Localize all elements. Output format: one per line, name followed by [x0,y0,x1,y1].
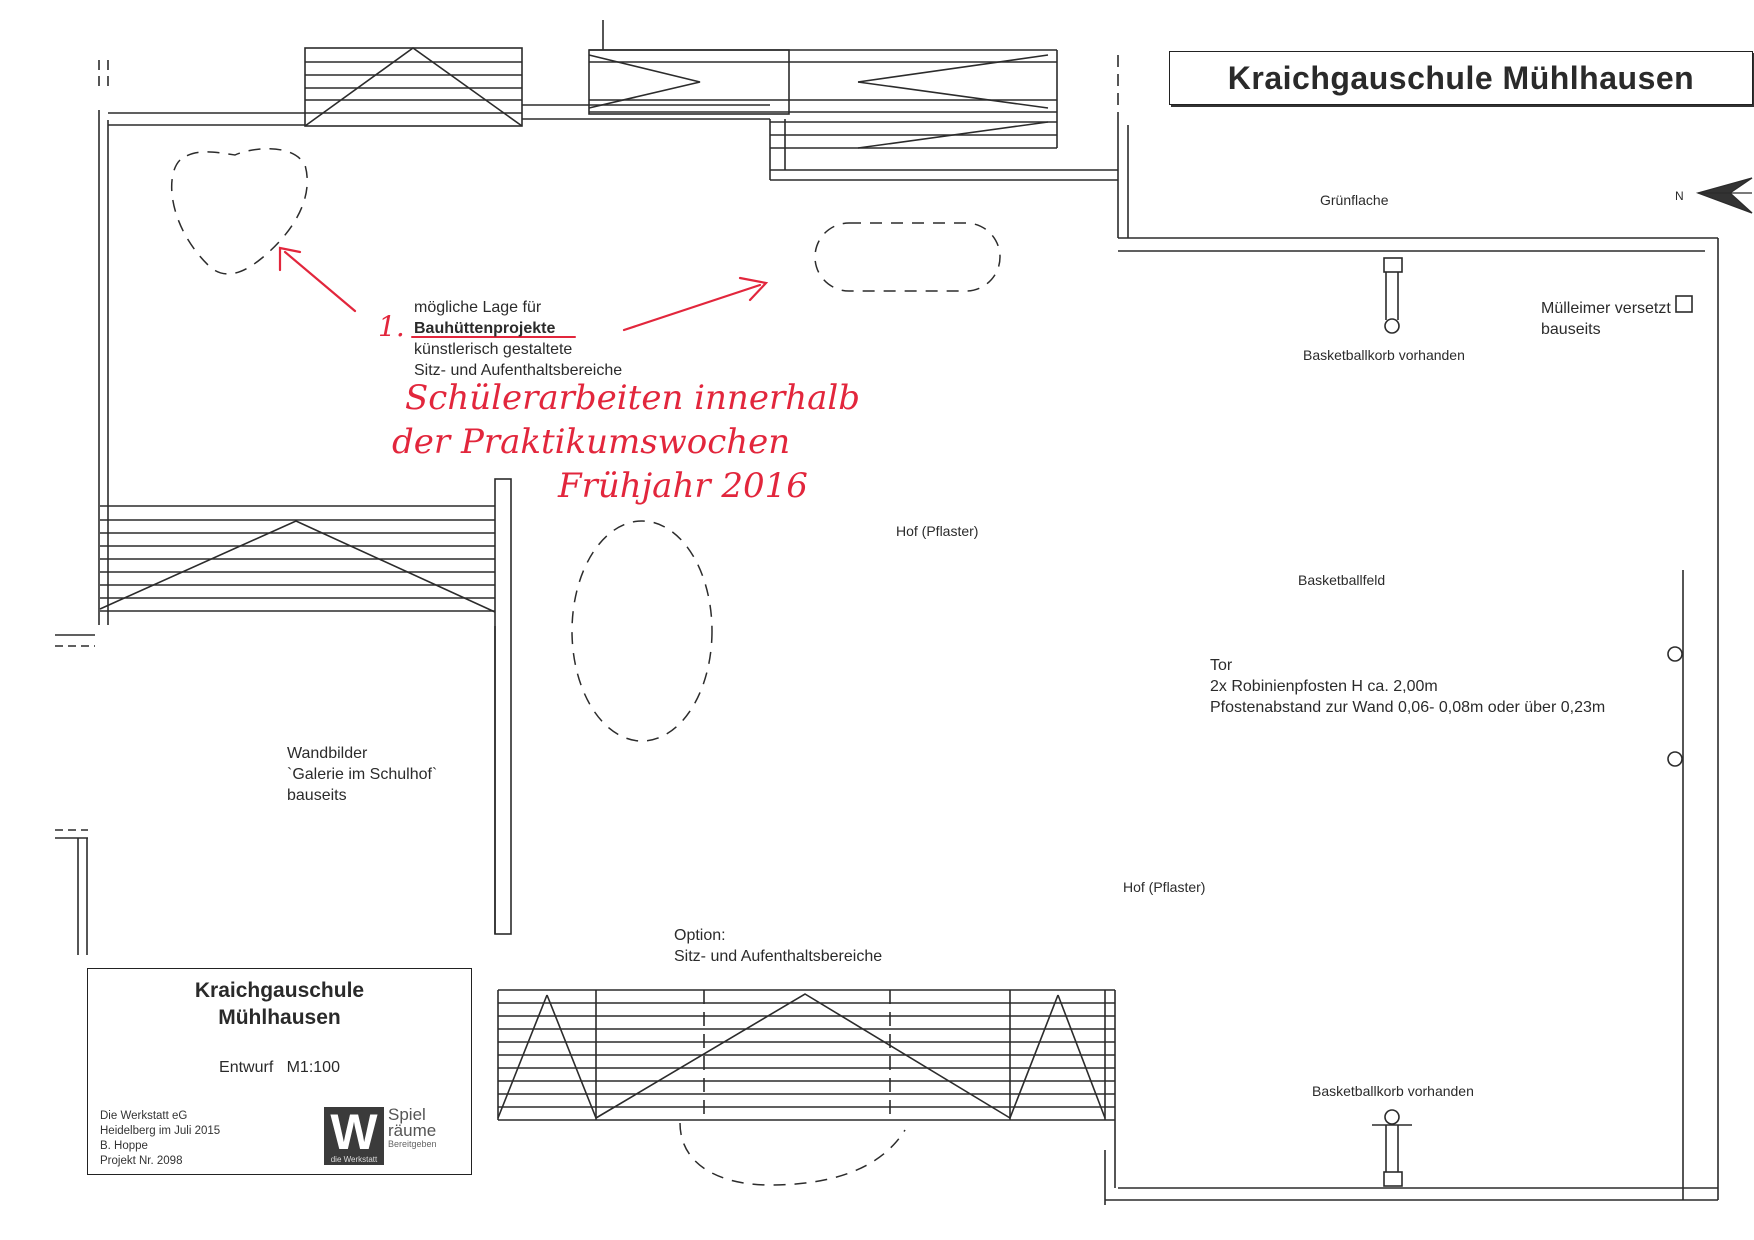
lage-line3: künstlerisch gestaltete [414,341,573,358]
title-block-name: Kraichgauschule Mühlhausen [88,977,471,1031]
logo-word1: Spiel [388,1105,426,1124]
title-block-scale: Entwurf M1:100 [219,1059,340,1076]
dashed-area-oval-middle [571,520,713,742]
office-line1: Die Werkstatt eG [100,1110,188,1122]
handwriting-line1: Schülerarbeiten innerhalb [405,378,860,418]
annotation-arrows [278,246,769,338]
wandbilder-line2: `Galerie im Schulhof` [287,766,438,783]
title-block-name-line2: Mühlhausen [218,1006,341,1029]
office-line2: Heidelberg im Juli 2015 [100,1125,221,1137]
dashed-area-oval-top [814,222,1001,292]
option-line1: Option: [674,927,726,944]
logo-subtitle: die Werkstatt [330,1155,378,1164]
tor-line2: 2x Robinienpfosten H ca. 2,00m [1210,678,1438,695]
bench-left-middle [99,478,512,935]
wandbilder-line3: bauseits [287,787,347,804]
bench-second-row [769,112,1129,238]
bench-top-middle [588,20,1058,115]
logo-tagline: Bereitgeben [388,1139,437,1149]
tor-line1: Tor [1210,657,1233,674]
hof-label-1: Hof (Pflaster) [896,523,979,539]
dashed-area-heart [170,148,308,275]
bench-bottom [497,989,1116,1188]
lage-line4: Sitz- und Aufenthaltsbereiche [414,362,623,379]
title-block-name-line1: Kraichgauschule [194,979,365,1002]
wandbilder-line1: Wandbilder [287,745,368,762]
top-wall [108,55,1119,126]
muelleimer-line2: bauseits [1541,321,1601,338]
handwriting-line2: der Praktikumswochen [392,422,791,462]
tor-line3: Pfostenabstand zur Wand 0,06- 0,08m oder… [1210,699,1606,716]
hof-label-2: Hof (Pflaster) [1123,879,1206,895]
dashed-area-bottom-arc [679,1122,906,1186]
bench-top-left [304,47,523,127]
basketball-hoop-top [1383,257,1403,334]
post-top [1667,646,1683,662]
left-wall [55,60,109,955]
lage-line1: mögliche Lage für [414,299,542,316]
title-box: Kraichgauschule Mühlhausen [1169,51,1753,105]
post-bottom [1667,751,1683,767]
office-line3: B. Hoppe [100,1140,148,1152]
gruenflaeche-label: Grünflache [1320,192,1389,208]
handwriting-number: 1. [378,310,405,343]
right-boundary [1104,237,1719,1205]
north-arrow [1695,177,1753,214]
title-block: Kraichgauschule Mühlhausen Entwurf M1:10… [87,968,472,1175]
option-line2: Sitz- und Aufenthaltsbereiche [674,948,883,965]
logo-word2: räume [388,1121,437,1140]
lage-line2: Bauhüttenprojekte [414,320,556,337]
page-title: Kraichgauschule Mühlhausen [1227,59,1695,96]
logo-letter: W [330,1104,378,1160]
basketball-hoop-bottom [1372,1109,1412,1187]
north-label: N [1675,189,1684,203]
title-block-office: Die Werkstatt eG Heidelberg im Juli 2015… [100,1109,220,1169]
korb-label-bottom: Basketballkorb vorhanden [1312,1083,1474,1099]
korb-label-top: Basketballkorb vorhanden [1303,347,1465,363]
bin-symbol [1675,295,1693,313]
logo-w-mark: W die Werkstatt [324,1107,384,1165]
handwriting-line3: Frühjahr 2016 [558,466,808,506]
office-line4: Projekt Nr. 2098 [100,1155,183,1167]
werkstatt-logo: W die Werkstatt Spiel räume Bereitgeben [324,1105,459,1167]
muelleimer-line1: Mülleimer versetzt [1541,300,1671,317]
logo-wordmark: Spiel räume Bereitgeben [388,1105,458,1149]
basketballfeld-label: Basketballfeld [1298,572,1386,588]
